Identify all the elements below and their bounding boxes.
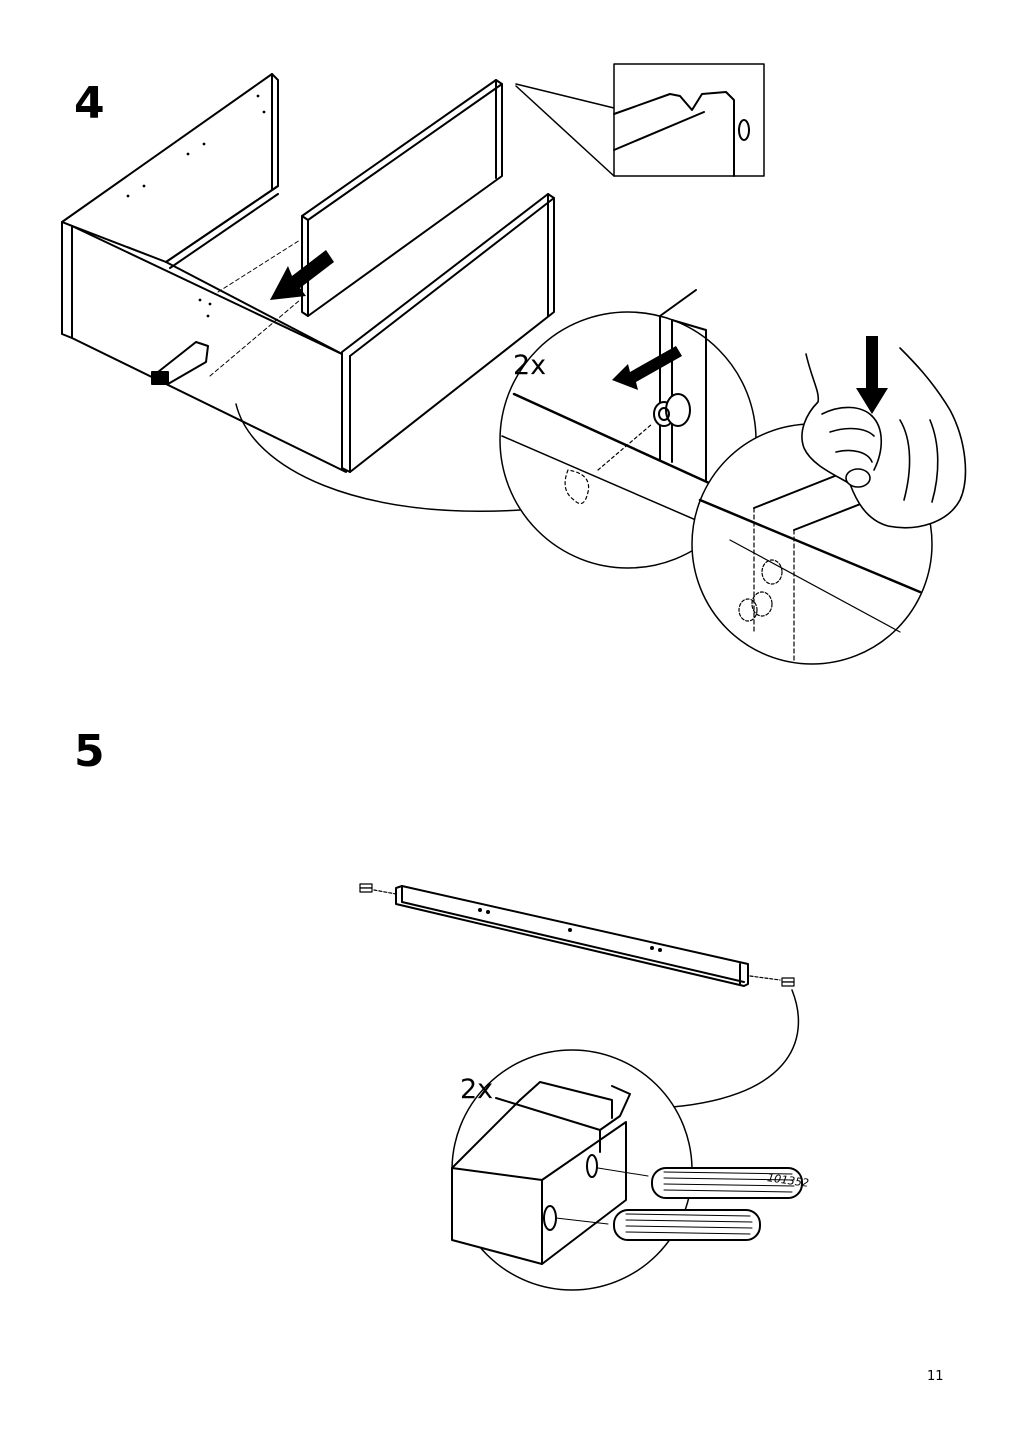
step4-press-arrow-icon — [856, 336, 888, 414]
step-number-4: 4 — [74, 78, 105, 129]
step4-quantity-label: 2x — [513, 350, 547, 381]
step5-dowels-right — [749, 975, 795, 987]
step4-drawer-frame — [61, 73, 347, 473]
step4-front-panel — [341, 193, 555, 473]
step4-hand — [801, 347, 967, 529]
step-number-5: 5 — [74, 726, 105, 777]
step5-rail — [395, 885, 749, 987]
page-number: 11 — [927, 1369, 944, 1384]
step4-guide-lines — [209, 239, 301, 377]
step4-arrow-icon — [270, 250, 334, 300]
step5-dowels-left — [359, 883, 397, 895]
step4-leg — [151, 341, 209, 385]
step4-detail-box — [515, 63, 765, 177]
step4-callout-curve — [235, 403, 521, 512]
step4-detail-circle-1 — [499, 289, 757, 569]
step5-detail-circle — [451, 1049, 803, 1291]
step4-arrow-small-icon — [612, 346, 682, 390]
step5-quantity-label: 2x — [460, 1074, 494, 1105]
step5-callout-curve — [659, 989, 800, 1109]
